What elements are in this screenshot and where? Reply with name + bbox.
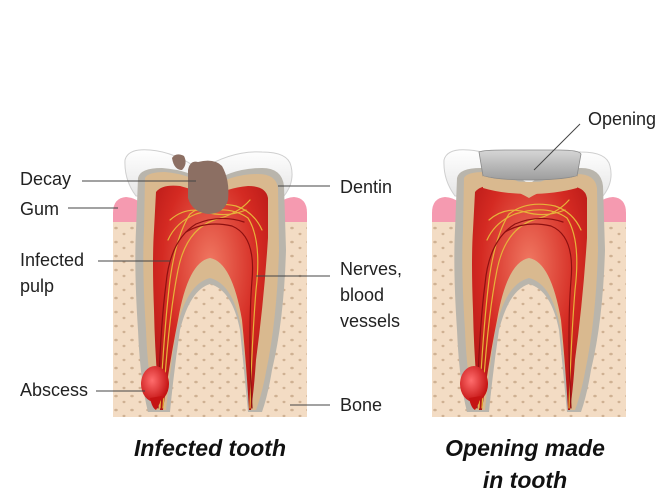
opened-tooth-illustration bbox=[431, 149, 627, 418]
caption-infected-tooth: Infected tooth bbox=[133, 435, 287, 461]
label-opening: Opening bbox=[588, 109, 657, 129]
label-dentin: Dentin bbox=[340, 177, 393, 197]
label-decay: Decay bbox=[20, 169, 72, 189]
caption-opening-made: Opening made in tooth bbox=[445, 435, 605, 493]
label-abscess: Abscess bbox=[20, 380, 89, 400]
label-bone: Bone bbox=[340, 395, 383, 415]
label-infected-pulp: Infected pulp bbox=[20, 250, 85, 296]
infected-tooth-illustration bbox=[112, 149, 308, 418]
abscess-shape bbox=[141, 366, 169, 402]
label-nerves-blood-vessels: Nerves, blood vessels bbox=[340, 259, 403, 331]
label-gum: Gum bbox=[20, 199, 60, 219]
leader-lines bbox=[68, 123, 581, 406]
opening-leader bbox=[533, 123, 581, 171]
